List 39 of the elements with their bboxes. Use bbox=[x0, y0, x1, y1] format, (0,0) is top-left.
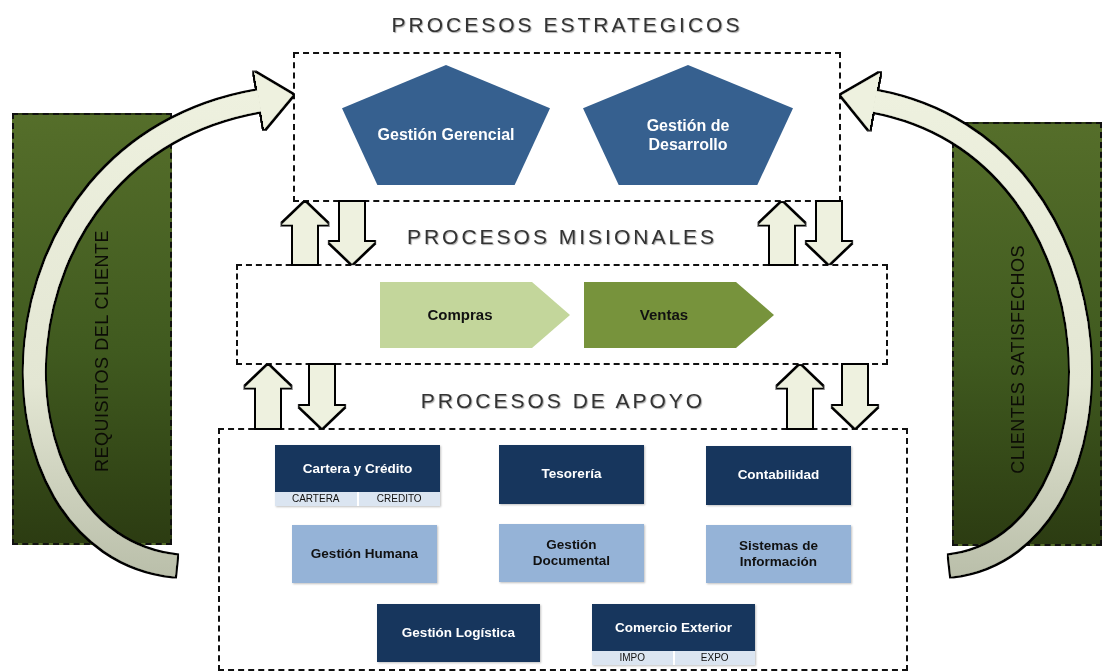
process-chevron bbox=[584, 282, 774, 348]
curved-arrow bbox=[25, 73, 292, 577]
panel-label: REQUISITOS DEL CLIENTE bbox=[91, 229, 113, 473]
process-label: Contabilidad bbox=[737, 467, 820, 484]
process-label: Gestión Logística bbox=[401, 624, 516, 642]
sub-label: CREDITO bbox=[356, 492, 440, 506]
process-pentagon bbox=[342, 65, 550, 185]
process-pentagon bbox=[583, 65, 793, 185]
process-box bbox=[275, 445, 440, 506]
section-heading: PROCESOS DE APOYO bbox=[420, 389, 706, 413]
section-heading: PROCESOS ESTRATEGICOS bbox=[391, 13, 743, 37]
block-arrow bbox=[299, 365, 345, 428]
process-box bbox=[592, 604, 755, 665]
process-title: Comercio Exterior bbox=[592, 604, 755, 651]
sub-label: IMPO bbox=[592, 651, 673, 665]
process-box bbox=[706, 446, 851, 505]
process-box bbox=[499, 445, 644, 504]
block-arrow bbox=[832, 365, 878, 428]
process-box bbox=[499, 524, 644, 582]
process-label: Gestión Gerencial bbox=[377, 125, 515, 145]
curved-arrow bbox=[842, 73, 1090, 577]
block-arrow bbox=[329, 202, 375, 264]
process-box bbox=[706, 525, 851, 583]
process-title: Cartera y Crédito bbox=[275, 445, 440, 492]
process-label: Tesorería bbox=[541, 466, 602, 483]
panel-label: CLIENTES SATISFECHOS bbox=[1007, 244, 1029, 474]
block-arrow bbox=[806, 202, 852, 264]
process-label: Sistemas de Información bbox=[738, 537, 819, 571]
process-label: Ventas bbox=[639, 306, 689, 324]
sub-label: CARTERA bbox=[275, 492, 357, 506]
process-box bbox=[377, 604, 540, 662]
process-label: Compras bbox=[427, 306, 493, 324]
process-label: Gestión Documental bbox=[531, 536, 612, 570]
process-label: Gestión de Desarrollo bbox=[645, 115, 731, 155]
process-label: Gestión Humana bbox=[310, 545, 419, 563]
process-box bbox=[292, 525, 437, 583]
sub-label: EXPO bbox=[672, 651, 755, 665]
process-chevron bbox=[380, 282, 570, 348]
section-heading: PROCESOS MISIONALES bbox=[406, 225, 718, 249]
